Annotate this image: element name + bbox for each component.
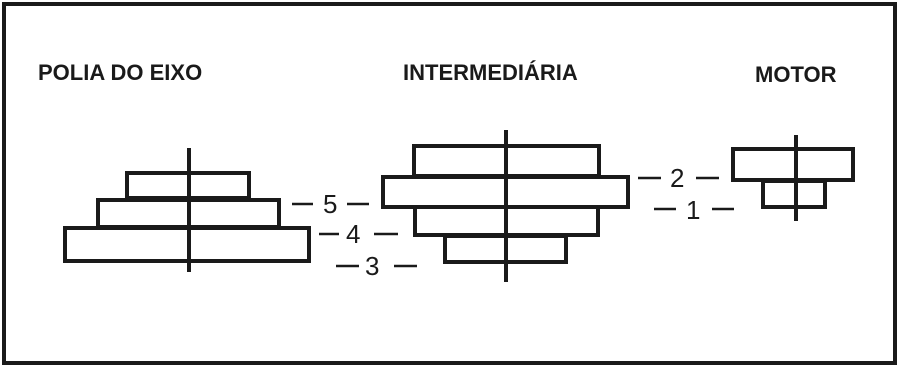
diagram-frame <box>2 2 897 365</box>
belt-position-2: 2 <box>638 163 719 193</box>
intermediate-pulley <box>381 130 630 282</box>
axle-pulley <box>63 148 311 272</box>
belt-position-3-label: 3 <box>365 251 379 281</box>
motor-pulley-step-large <box>731 147 855 182</box>
belt-position-5-label: 5 <box>323 189 337 219</box>
belt-position-1-label: 1 <box>686 195 700 225</box>
motor-pulley-heading: MOTOR <box>755 62 837 87</box>
axle-pulley-heading: POLIA DO EIXO <box>38 60 203 85</box>
belt-position-3: 3 <box>336 251 417 281</box>
motor-pulley <box>731 135 855 221</box>
belt-position-2-label: 2 <box>670 163 684 193</box>
belt-position-4: 4 <box>319 219 398 249</box>
intermediate-pulley-heading: INTERMEDIÁRIA <box>403 60 578 85</box>
belt-position-4-label: 4 <box>346 219 360 249</box>
belt-position-1: 1 <box>654 195 734 225</box>
belt-position-5: 5 <box>292 189 369 219</box>
